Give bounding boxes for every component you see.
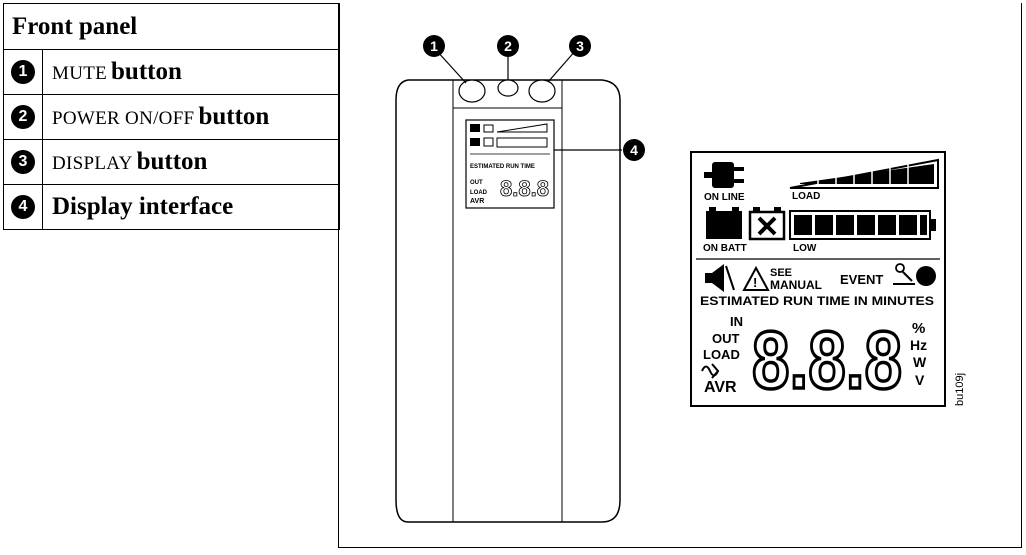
mute-button-shape	[458, 79, 486, 103]
ups-body	[395, 79, 621, 523]
callout-badge: 2	[11, 105, 35, 129]
battery-level-bar	[789, 210, 936, 240]
on-batt-label: ON BATT	[703, 243, 747, 254]
legend-item-name: POWER ON/OFF	[52, 108, 195, 129]
svg-text:AVR: AVR	[470, 198, 484, 205]
legend-row: 2 POWER ON/OFF button	[3, 94, 340, 140]
svg-text:LOAD: LOAD	[470, 190, 488, 196]
warning-icon: !	[742, 265, 770, 291]
wave-icon	[701, 363, 720, 379]
display-button-shape	[528, 79, 556, 103]
out-label: OUT	[712, 331, 740, 346]
v-unit: V	[915, 372, 925, 388]
callout-badge: 3	[11, 150, 35, 174]
callout-1-label: 1	[430, 38, 438, 54]
legend-item-name: MUTE	[52, 63, 108, 84]
legend-item-suffix: button	[136, 148, 208, 175]
load-mode-label: LOAD	[703, 347, 740, 362]
low-label: LOW	[793, 243, 817, 254]
w-unit: W	[913, 354, 927, 370]
callout-4-label: 4	[630, 142, 638, 158]
legend-item-suffix: Display interface	[52, 193, 234, 220]
battery-icon	[706, 207, 742, 239]
avr-label: AVR	[704, 379, 737, 396]
legend-row: 1 MUTE button	[3, 49, 340, 95]
svg-text:OUT: OUT	[470, 180, 483, 186]
callout-4	[623, 139, 645, 161]
event-label: EVENT	[840, 272, 883, 287]
lcd-display: ON LINE LOAD ON BATT	[690, 151, 946, 408]
speaker-mute-icon	[705, 264, 735, 292]
callout-3-label: 3	[576, 38, 584, 54]
callout-3	[569, 35, 591, 57]
power-button-shape	[497, 79, 519, 97]
in-label: IN	[730, 314, 743, 329]
legend-item-suffix: button	[111, 58, 182, 85]
svg-text:!: !	[753, 275, 757, 290]
percent-unit: %	[912, 320, 925, 337]
event-icon	[893, 263, 936, 286]
front-panel-legend: Front panel 1 MUTE button 2 POWER ON/OFF…	[3, 3, 340, 230]
callout-badge: 1	[11, 60, 35, 84]
seven-segment-digits: 8.8.8	[752, 315, 902, 406]
figure-code: bu109j	[954, 373, 966, 406]
legend-row: 4 Display interface	[3, 184, 340, 230]
manual-label: MANUAL	[770, 278, 822, 292]
legend-title: Front panel	[3, 3, 340, 50]
on-line-label: ON LINE	[704, 192, 745, 203]
legend-item-name: DISPLAY	[52, 153, 133, 174]
estimated-run-time-label: ESTIMATED RUN TIME IN MINUTES	[700, 294, 934, 308]
legend-item-suffix: button	[198, 103, 270, 130]
legend-row: 3 DISPLAY button	[3, 139, 340, 185]
hz-unit: Hz	[910, 337, 927, 353]
load-label: LOAD	[792, 191, 820, 202]
callout-badge: 4	[11, 195, 35, 219]
svg-text:ESTIMATED RUN TIME: ESTIMATED RUN TIME	[470, 164, 535, 170]
plug-icon	[704, 162, 744, 188]
figure-frame	[338, 3, 1022, 548]
callout-2-label: 2	[504, 38, 512, 54]
callout-2	[497, 35, 519, 57]
battery-fault-icon	[748, 207, 786, 241]
callout-1	[423, 35, 445, 57]
see-label: SEE	[770, 267, 792, 279]
svg-text:8.8.8: 8.8.8	[500, 176, 549, 201]
mini-display: ESTIMATED RUN TIME 8.8.8 OUT LOAD AVR	[465, 119, 555, 209]
load-bar	[789, 158, 939, 189]
